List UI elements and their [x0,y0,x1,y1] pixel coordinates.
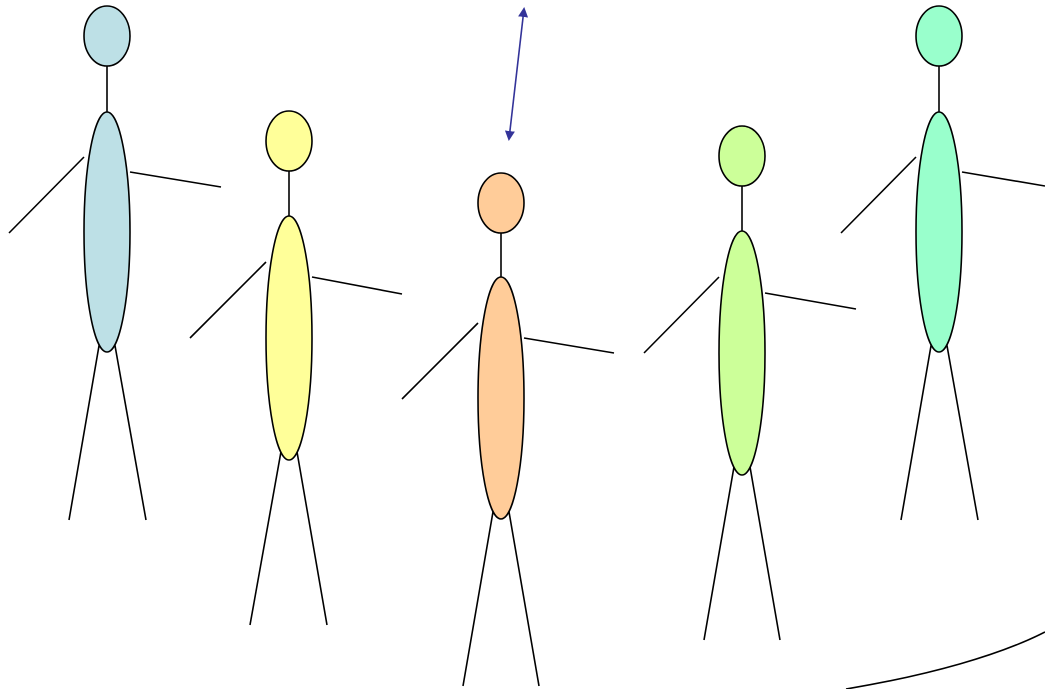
figure-1-right-leg [114,340,146,520]
figure-5-right-arm [962,172,1045,186]
figure-4-right-leg [749,461,780,640]
figure-3-head [478,173,524,233]
figure-5-body [916,112,962,352]
figure-2 [190,111,402,625]
figure-3-body [478,277,524,519]
figure-2-head [266,111,312,171]
figure-4 [644,126,856,640]
figure-2-right-leg [296,446,327,625]
figure-1 [9,6,221,520]
figure-2-left-arm [190,262,266,338]
figure-2-body [266,216,312,460]
figure-4-right-arm [765,293,856,309]
figure-3-left-arm [402,323,478,399]
figure-5-left-arm [841,157,916,233]
figure-3-right-arm [524,338,614,353]
figure-3-left-leg [463,506,494,686]
figure-1-head [84,6,130,66]
figure-5-head [916,6,962,66]
figure-5-right-leg [946,340,978,520]
figure-3-right-leg [508,506,539,686]
double-headed-arrow [509,9,524,139]
figure-1-right-arm [130,172,221,187]
figure-5-left-leg [901,340,932,520]
figure-1-left-leg [69,340,100,520]
figure-5 [841,6,1045,520]
figure-4-left-arm [644,277,719,353]
curved-line [846,632,1045,689]
figure-4-head [719,126,765,186]
figure-3 [402,173,614,686]
figure-1-body [84,112,130,352]
figure-4-left-leg [704,461,735,640]
figure-4-body [719,231,765,475]
figure-2-left-leg [250,446,282,625]
figure-1-left-arm [9,157,84,233]
figure-2-right-arm [312,277,402,294]
